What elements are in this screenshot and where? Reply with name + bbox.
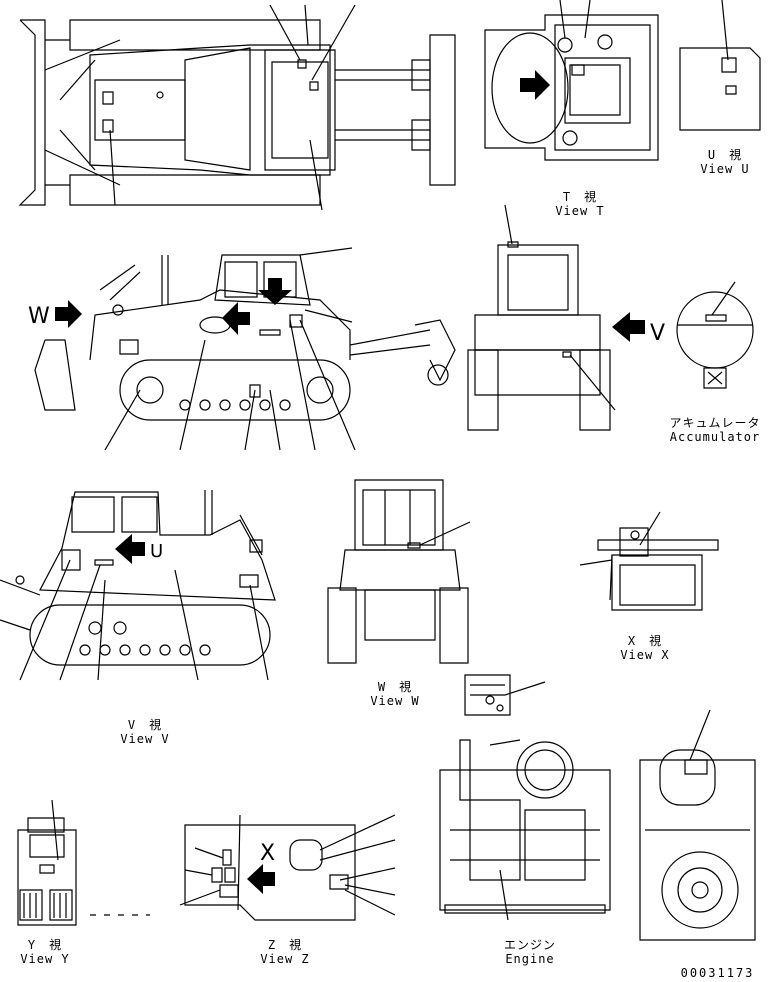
drawing-number: 00031173: [680, 966, 755, 980]
view-t-jp: T 視: [562, 190, 598, 204]
marker-v: V: [650, 321, 665, 346]
engine-label: エンジン Engine: [490, 938, 570, 966]
view-v-arrow: [612, 312, 645, 342]
view-u-drawing: [680, 0, 760, 130]
marker-w: W: [28, 304, 50, 329]
view-t-drawing: [485, 0, 658, 160]
side-arrow-left: [222, 302, 250, 335]
detail-fragment: [465, 675, 545, 715]
engine-right-drawing: [640, 710, 755, 940]
view-u-en: View U: [700, 162, 750, 176]
view-z-jp: Z 視: [267, 938, 303, 952]
view-z-label: Z 視 View Z: [245, 938, 325, 966]
view-y-label: Y 視 View Y: [5, 938, 85, 966]
view-y-en: View Y: [20, 952, 70, 966]
engine-left-drawing: [440, 740, 610, 920]
view-u-jp: U 視: [707, 148, 743, 162]
view-w-jp: W 視: [377, 680, 413, 694]
view-x-drawing: [580, 512, 718, 610]
top-view-dozer: [20, 5, 455, 210]
view-z-en: View Z: [260, 952, 310, 966]
view-v-left-arrow: [115, 534, 145, 564]
view-v-drawing: [0, 490, 275, 680]
engine-en: Engine: [505, 952, 555, 966]
view-v-label: V 視 View V: [105, 718, 185, 746]
view-w-arrow: [55, 300, 82, 328]
view-w-label: W 視 View W: [355, 680, 435, 708]
accumulator-label: アキュムレータ Accumulator: [660, 416, 770, 444]
accumulator-en: Accumulator: [669, 430, 761, 444]
view-t-en: View T: [555, 204, 605, 218]
view-z-arrow: [247, 864, 275, 894]
view-y-drawing: [18, 800, 150, 925]
engine-jp: エンジン: [503, 938, 556, 952]
marker-u: U: [150, 541, 163, 562]
view-u-label: U 視 View U: [685, 148, 765, 176]
view-w-en: View W: [370, 694, 420, 708]
view-w-drawing: [328, 480, 470, 663]
side-arrow-down: [258, 278, 292, 305]
accumulator-jp: アキュムレータ: [669, 416, 761, 430]
view-x-jp: X 視: [627, 634, 663, 648]
side-view-dozer: [35, 248, 455, 450]
view-v-en: View V: [120, 732, 170, 746]
rear-view-dozer: [468, 205, 615, 430]
marker-x-z: X: [260, 841, 275, 866]
view-t-arrow: [520, 70, 550, 100]
view-x-label: X 視 View X: [605, 634, 685, 662]
view-v-jp: V 視: [127, 718, 163, 732]
view-x-en: View X: [620, 648, 670, 662]
view-y-jp: Y 視: [27, 938, 63, 952]
view-z-drawing: [180, 815, 395, 920]
view-t-label: T 視 View T: [540, 190, 620, 218]
accumulator-drawing: [677, 282, 753, 388]
